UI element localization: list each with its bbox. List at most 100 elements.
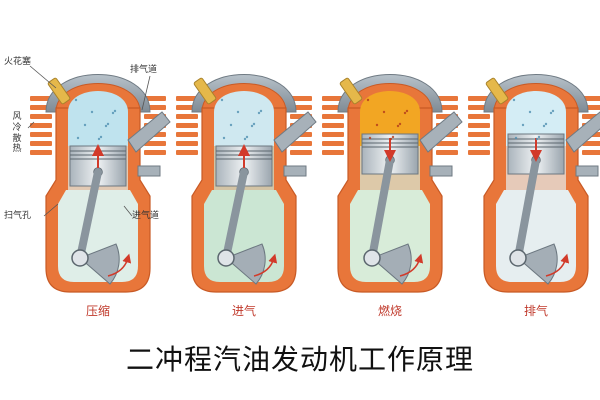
fuel-particle bbox=[252, 122, 256, 126]
crank-rotation-arrow bbox=[399, 253, 424, 277]
cooling-fin bbox=[176, 96, 198, 101]
cooling-fin bbox=[290, 141, 312, 146]
intake-pipe bbox=[429, 165, 453, 177]
fuel-particle bbox=[389, 137, 393, 141]
crank-rotation-arrow bbox=[253, 253, 278, 277]
fuel-particle bbox=[528, 110, 532, 114]
spark-plug bbox=[193, 77, 217, 105]
combustion-chamber bbox=[68, 91, 128, 146]
fuel-particle bbox=[90, 110, 94, 114]
cooling-fin bbox=[468, 96, 490, 101]
exhaust-pipe bbox=[273, 111, 317, 153]
crank-counterweight bbox=[517, 243, 558, 285]
cooling-fin bbox=[176, 132, 198, 137]
crank-rotation-arrow bbox=[545, 253, 570, 277]
cooling-fin bbox=[176, 123, 198, 128]
fuel-particle bbox=[83, 123, 87, 127]
cooling-fin bbox=[290, 150, 312, 155]
cooling-fin bbox=[468, 123, 490, 128]
stage-caption-combustion: 燃烧 bbox=[377, 304, 402, 318]
fuel-particle bbox=[113, 109, 117, 113]
fuel-particle bbox=[366, 98, 370, 102]
cooling-fin bbox=[30, 96, 52, 101]
stage-caption-exhaust: 排气 bbox=[523, 304, 548, 318]
intake-pipe bbox=[575, 165, 599, 177]
cooling-fin bbox=[322, 150, 344, 155]
cooling-fin bbox=[30, 114, 52, 119]
cooling-fin bbox=[436, 150, 458, 155]
cooling-fin bbox=[290, 96, 312, 101]
cooling-fin bbox=[468, 150, 490, 155]
fuel-particle bbox=[368, 136, 372, 140]
engine-combustion bbox=[322, 74, 463, 293]
fuel-particle bbox=[222, 136, 226, 140]
fuel-particle bbox=[398, 122, 402, 126]
crankshaft bbox=[217, 249, 235, 267]
fuel-particle bbox=[403, 111, 407, 115]
fuel-particle bbox=[551, 109, 555, 113]
fuel-particle bbox=[405, 109, 409, 113]
fuel-particle bbox=[391, 135, 395, 139]
fuel-particle bbox=[537, 135, 541, 139]
fuel-particle bbox=[111, 111, 115, 115]
scavenging-port-label: 扫气孔 bbox=[4, 211, 32, 221]
cooling-fin bbox=[322, 114, 344, 119]
spark-plug bbox=[47, 77, 71, 105]
scavenging-port-leader bbox=[43, 203, 59, 217]
cooling-fin bbox=[176, 114, 198, 119]
air-cooling-leader bbox=[27, 121, 35, 129]
cooling-fin bbox=[468, 132, 490, 137]
cooling-fin bbox=[144, 141, 166, 146]
cooling-fin bbox=[30, 123, 52, 128]
connecting-rod bbox=[76, 168, 102, 262]
cooling-fin bbox=[144, 96, 166, 101]
fuel-particle bbox=[514, 136, 518, 140]
cooling-fin bbox=[176, 150, 198, 155]
combustion-chamber bbox=[360, 91, 420, 146]
engine-compression bbox=[30, 74, 171, 293]
fuel-particle bbox=[236, 110, 240, 114]
fuel-particle bbox=[104, 124, 108, 128]
fuel-particle bbox=[229, 123, 233, 127]
exhaust-pipe bbox=[419, 111, 463, 153]
spark-plug-leader bbox=[29, 65, 57, 89]
crank-rotation-arrow bbox=[107, 253, 132, 277]
fuel-particle bbox=[396, 124, 400, 128]
fuel-particle bbox=[259, 109, 263, 113]
cooling-fin bbox=[322, 132, 344, 137]
crank-counterweight bbox=[225, 243, 266, 285]
crankshaft bbox=[509, 249, 527, 267]
connecting-rod bbox=[222, 168, 248, 262]
cooling-fin bbox=[436, 141, 458, 146]
engine-intake bbox=[176, 74, 317, 293]
crank-counterweight bbox=[79, 243, 120, 285]
spark-plug bbox=[339, 77, 363, 105]
stage-caption-compression: 压缩 bbox=[85, 304, 110, 318]
exhaust-port-leader bbox=[141, 75, 151, 111]
fuel-particle bbox=[382, 110, 386, 114]
cooling-fin bbox=[30, 132, 52, 137]
intake-pipe bbox=[137, 165, 161, 177]
cooling-fin bbox=[30, 150, 52, 155]
combustion-chamber bbox=[506, 91, 566, 146]
air-cooling-label: 风冷散热 bbox=[12, 112, 22, 155]
crank-counterweight bbox=[371, 243, 412, 285]
cooling-fin bbox=[436, 96, 458, 101]
engine-exhaust bbox=[468, 74, 600, 293]
combustion-chamber bbox=[214, 91, 274, 146]
cooling-fin bbox=[468, 114, 490, 119]
fuel-particle bbox=[245, 135, 249, 139]
exhaust-pipe bbox=[127, 111, 171, 153]
fuel-particle bbox=[549, 111, 553, 115]
fuel-particle bbox=[257, 111, 261, 115]
cooling-fin bbox=[582, 150, 600, 155]
spark-plug bbox=[485, 77, 509, 105]
fuel-particle bbox=[535, 137, 539, 141]
exhaust-pipe bbox=[565, 111, 600, 153]
cooling-fin bbox=[144, 150, 166, 155]
intake-port-leader bbox=[123, 205, 133, 217]
cooling-fin bbox=[468, 141, 490, 146]
fuel-particle bbox=[544, 122, 548, 126]
fuel-particle bbox=[512, 98, 516, 102]
connecting-rod bbox=[514, 156, 540, 262]
